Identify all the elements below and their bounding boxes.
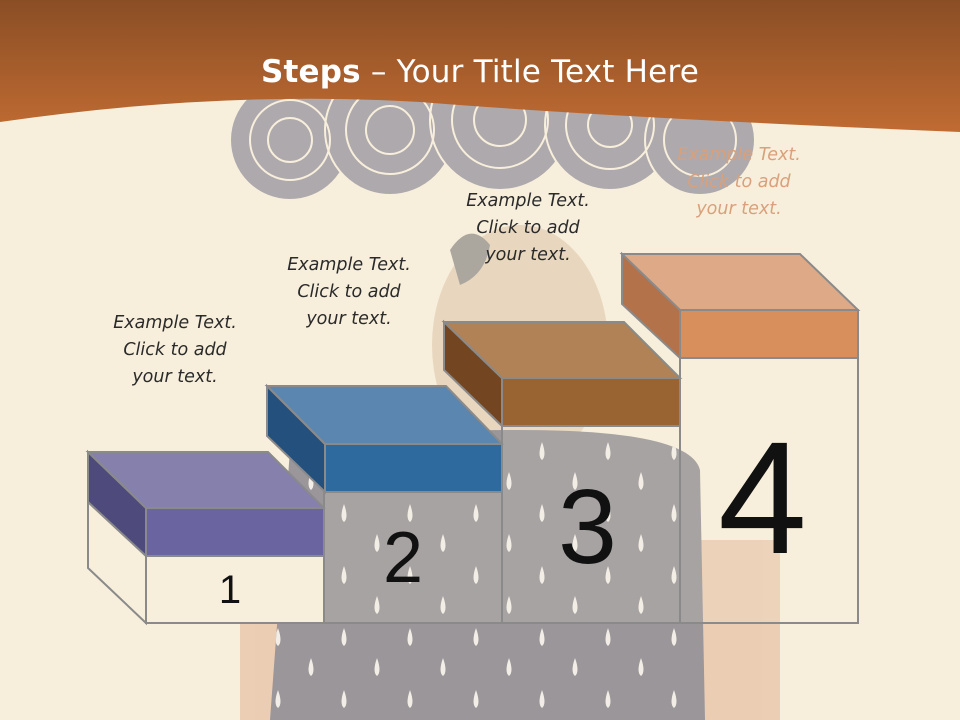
caption-line: your text. bbox=[696, 199, 782, 219]
step-2-caption[interactable]: Example Text. Click to add your text. bbox=[259, 252, 439, 333]
step-3-caption[interactable]: Example Text. Click to add your text. bbox=[438, 188, 618, 269]
caption-line: Example Text. bbox=[287, 255, 411, 275]
step-1-caption[interactable]: Example Text. Click to add your text. bbox=[85, 310, 265, 391]
slide-title[interactable]: Steps – Your Title Text Here bbox=[0, 54, 960, 90]
caption-line: your text. bbox=[132, 367, 218, 387]
step-2-number: 2 bbox=[382, 518, 424, 598]
caption-line: your text. bbox=[485, 245, 571, 265]
caption-line: Example Text. bbox=[466, 191, 590, 211]
step-2-block bbox=[264, 383, 505, 624]
step-1-number: 1 bbox=[218, 568, 242, 612]
caption-line: Click to add bbox=[687, 172, 791, 192]
step-4-caption[interactable]: Example Text. Click to add your text. bbox=[649, 142, 829, 223]
caption-line: your text. bbox=[306, 309, 392, 329]
caption-line: Click to add bbox=[476, 218, 580, 238]
title-bold: Steps bbox=[260, 54, 361, 90]
step-1-block bbox=[85, 449, 327, 626]
step-3-number: 3 bbox=[558, 468, 617, 586]
step-3-block bbox=[441, 319, 683, 624]
caption-line: Example Text. bbox=[677, 145, 801, 165]
step-4-block bbox=[619, 251, 861, 624]
caption-line: Click to add bbox=[297, 282, 401, 302]
title-rest: – Your Title Text Here bbox=[360, 54, 699, 90]
header-band bbox=[0, 0, 960, 132]
caption-line: Example Text. bbox=[113, 313, 237, 333]
caption-line: Click to add bbox=[123, 340, 227, 360]
step-4-number: 4 bbox=[718, 408, 807, 587]
